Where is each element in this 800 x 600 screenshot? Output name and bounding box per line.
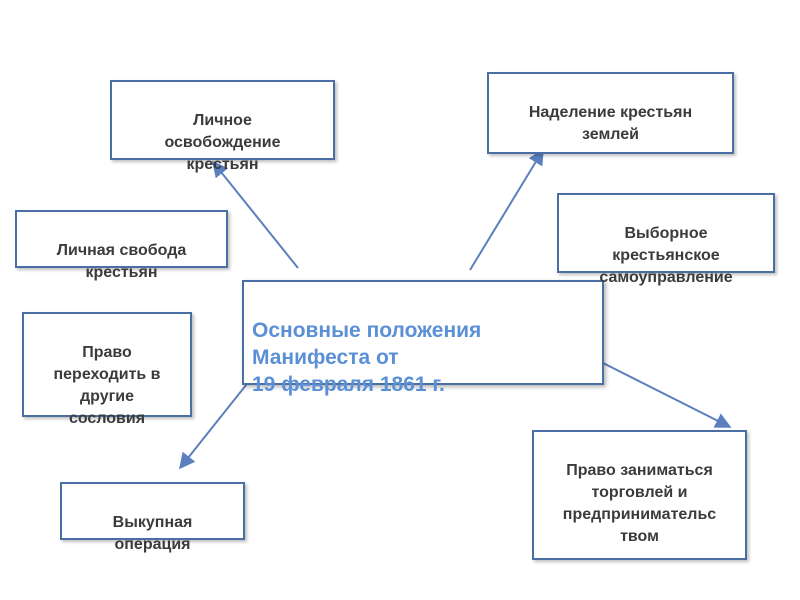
node-land-allotment-label: Наделение крестьян землей (528, 104, 693, 143)
node-trade-right-label: Право заниматься торговлей и предпринима… (562, 462, 717, 545)
node-change-estate-label: Право переходить в другие сословия (53, 344, 161, 427)
node-personal-liberation: Личное освобождение крестьян (110, 80, 335, 173)
central-box: Основные положения Манифеста от 19 февра… (242, 280, 604, 396)
central-title: Основные положения Манифеста от 19 февра… (252, 319, 482, 396)
arrow-to-land-allotment (469, 148, 544, 271)
node-land-allotment: Наделение крестьян землей (487, 72, 734, 154)
node-change-estate: Право переходить в другие сословия (22, 312, 192, 427)
node-self-government: Выборное крестьянское самоуправление (557, 193, 775, 286)
node-personal-freedom-label: Личная свобода крестьян (56, 242, 187, 281)
node-personal-liberation-label: Личное освобождение крестьян (164, 112, 281, 173)
node-self-government-label: Выборное крестьянское самоуправление (599, 225, 733, 286)
arrow-to-trade-right (602, 362, 732, 428)
node-trade-right: Право заниматься торговлей и предпринима… (532, 430, 747, 560)
node-redemption-label: Выкупная операция (112, 514, 193, 553)
arrow-to-personal-liberation (211, 160, 299, 269)
node-personal-freedom: Личная свобода крестьян (15, 210, 228, 281)
node-redemption: Выкупная операция (60, 482, 245, 553)
